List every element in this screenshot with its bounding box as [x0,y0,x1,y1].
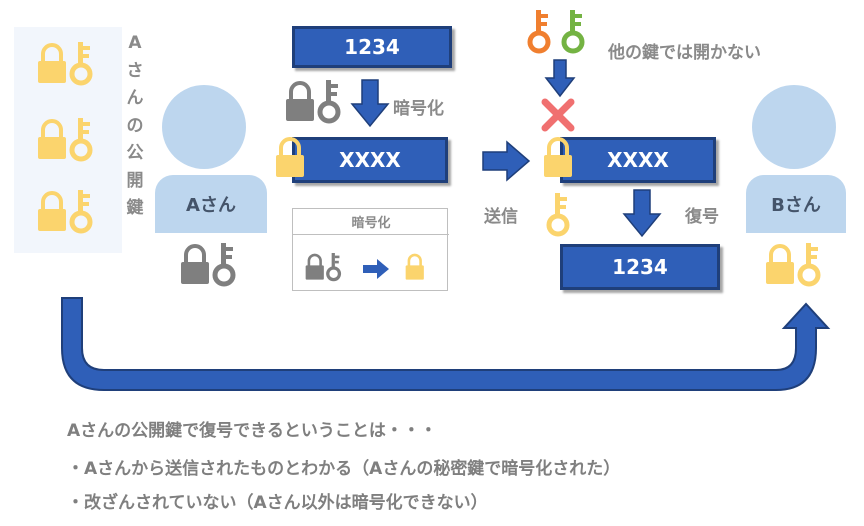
encrypt-label: 暗号化 [393,99,444,119]
decrypt-arrow-icon [622,189,662,238]
caption-line-2: ・Aさんから送信されたものとわかる（Aさんの秘密鍵で暗号化された） [67,459,621,479]
send-arrow-icon [482,140,531,182]
legend-arrow-icon [363,259,389,279]
cross-icon [541,98,575,132]
person-a-head [162,85,246,169]
caption-line-3: ・改ざんされていない（Aさん以外は暗号化できない） [67,493,488,513]
encrypt-arrow-icon [350,79,390,128]
encrypted-box-b: XXXX [560,137,716,183]
person-a-body: Aさん [155,175,267,233]
other-keys-label: 他の鍵では開かない [608,43,761,63]
person-a-label: Aさん [186,195,236,216]
encrypted-b-value: XXXX [607,148,669,172]
plaintext-box-bottom: 1234 [560,244,720,290]
public-key-panel-label: Aさんの公開鍵 [126,33,144,218]
send-label: 送信 [484,207,518,227]
caption-line-1: Aさんの公開鍵で復号できるということは・・・ [67,421,437,441]
public-key-panel [14,27,122,253]
person-b-body: Bさん [746,175,846,233]
other-keys-arrow-icon [544,59,576,98]
person-b-head [752,85,836,169]
legend-title: 暗号化 [293,209,449,235]
plaintext-bottom-value: 1234 [612,255,668,279]
encrypted-value: XXXX [339,148,401,172]
plaintext-box-top: 1234 [292,26,452,68]
encrypted-box: XXXX [292,137,448,183]
plaintext-top-value: 1234 [344,35,400,59]
legend-box: 暗号化 [292,208,449,291]
person-b-label: Bさん [771,195,821,216]
decrypt-label: 復号 [685,207,719,227]
